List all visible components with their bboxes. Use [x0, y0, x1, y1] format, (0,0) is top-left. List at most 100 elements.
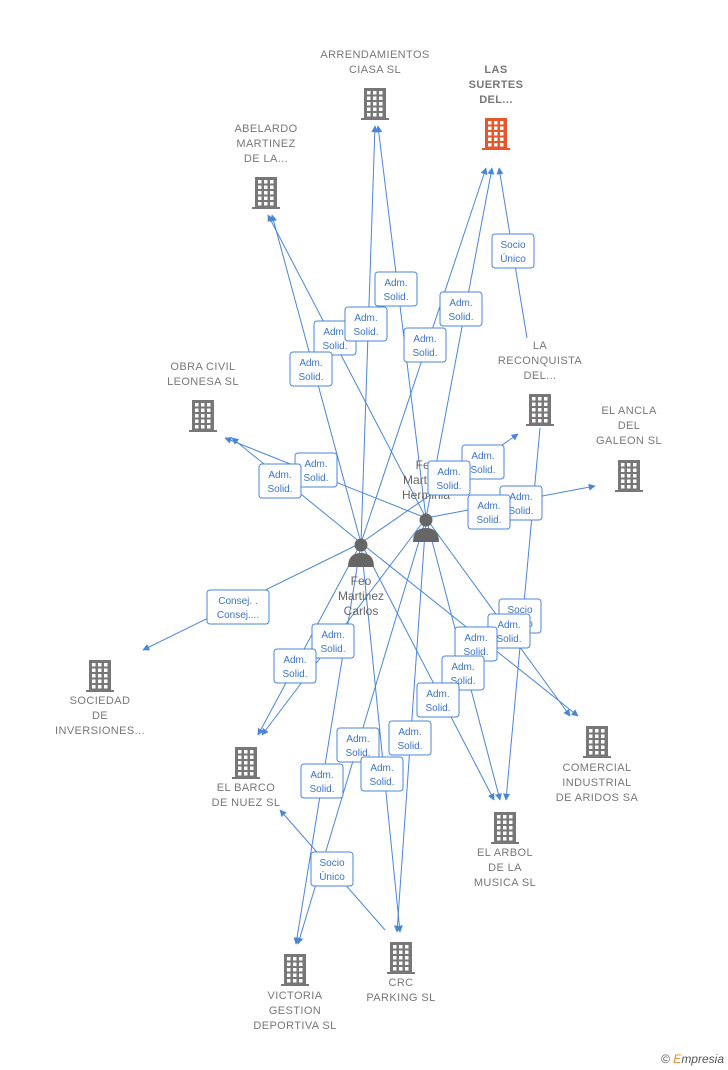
edge-label-text[interactable]: Consej. .Consej....: [217, 596, 259, 621]
person-icon: [348, 538, 374, 567]
building-icon: [361, 88, 389, 120]
edge-label-consej[interactable]: Consej. .Consej....: [206, 589, 270, 625]
edge-line: [375, 125, 427, 519]
edge-line: [360, 542, 403, 933]
building-icon: [86, 660, 114, 692]
edge-label-text[interactable]: Adm.Solid.: [397, 727, 422, 752]
edge-label-adm[interactable]: Adm.Solid.: [461, 444, 505, 480]
building-icon: [526, 394, 554, 426]
edge-label-text[interactable]: Adm.Solid.: [322, 327, 347, 352]
edge-label-text[interactable]: Adm.Solid.: [303, 459, 328, 484]
edge-label-adm[interactable]: Adm.Solid.: [374, 271, 418, 307]
edge-label-text[interactable]: Adm.Solid.: [267, 470, 292, 495]
edge-line: [425, 167, 495, 519]
edge-label-adm[interactable]: Adm.Solid.: [467, 494, 511, 530]
edge-label-text[interactable]: Adm.Solid.: [298, 358, 323, 383]
edge-label-text[interactable]: Adm.Solid.: [436, 467, 461, 492]
edge-labels: Adm.Solid.Adm.Solid.Adm.Solid.Adm.Solid.…: [206, 233, 543, 887]
edge-label-adm[interactable]: Adm.Solid.: [289, 351, 333, 387]
building-icon: [189, 400, 217, 432]
edge-label-adm[interactable]: Adm.Solid.: [487, 613, 531, 649]
edge-label-adm[interactable]: Adm.Solid.: [360, 756, 404, 792]
edge-label-adm[interactable]: Adm.Solid.: [300, 763, 344, 799]
building-icon: [232, 747, 260, 779]
edge-label-text[interactable]: Adm.Solid.: [309, 770, 334, 795]
edge-label-adm[interactable]: Adm.Solid.: [439, 291, 483, 327]
footer-brand: © Empresia: [661, 1052, 724, 1066]
edge-label-adm[interactable]: Adm.Solid.: [403, 327, 447, 363]
edge-label-adm[interactable]: Adm.Solid.: [273, 648, 317, 684]
brand-logo: Empresia: [673, 1052, 724, 1066]
building-icon: [387, 942, 415, 974]
edge-line: [293, 542, 362, 945]
building-icon: [281, 954, 309, 986]
edge-line: [360, 542, 495, 801]
edge-label-text[interactable]: Adm.Solid.: [463, 633, 488, 658]
edge-label-text[interactable]: Adm.Solid.: [470, 451, 495, 476]
edge-label-text[interactable]: Adm.Solid.: [425, 689, 450, 714]
edge-label-adm[interactable]: Adm.Solid.: [258, 463, 302, 499]
building-icon: [615, 460, 643, 492]
building-icon: [482, 118, 510, 150]
edge-label-adm[interactable]: Adm.Solid.: [311, 623, 355, 659]
edge-label-adm[interactable]: Adm.Solid.: [336, 727, 380, 763]
edge-label-text[interactable]: Adm.Solid.: [320, 630, 345, 655]
building-icon: [252, 177, 280, 209]
building-icon: [491, 812, 519, 844]
edge-label-text[interactable]: Adm.Solid.: [412, 334, 437, 359]
edge-label-text[interactable]: Adm.Solid.: [450, 662, 475, 687]
edge-label-text[interactable]: Adm.Solid.: [448, 298, 473, 323]
edge-line: [267, 214, 427, 519]
edge-label-adm[interactable]: Adm.Solid.: [344, 306, 388, 342]
edge-label-text[interactable]: Adm.Solid.: [282, 655, 307, 680]
building-icon: [583, 726, 611, 758]
edge-label-text[interactable]: Adm.Solid.: [476, 501, 501, 526]
edge-label-text[interactable]: Adm.Solid.: [353, 313, 378, 338]
edge-label-adm[interactable]: Adm.Solid.: [294, 452, 338, 488]
edge-label-text[interactable]: Adm.Solid.: [496, 620, 521, 645]
person-icon: [413, 513, 439, 542]
edge-label-adm[interactable]: Adm.Solid.: [416, 682, 460, 718]
edge-label-adm[interactable]: Adm.Solid.: [441, 655, 485, 691]
edge-label-text[interactable]: Adm.Solid.: [383, 278, 408, 303]
edge-label-text[interactable]: Adm.Solid.: [369, 763, 394, 788]
edge-label-text[interactable]: Adm.Solid.: [345, 734, 370, 759]
copyright-symbol: ©: [661, 1052, 670, 1066]
edge-label-adm[interactable]: Adm.Solid.: [388, 720, 432, 756]
edge-line: [257, 542, 362, 736]
edge-label-adm[interactable]: Adm.Solid.: [427, 460, 471, 496]
edge-label-text[interactable]: Adm.Solid.: [508, 492, 533, 517]
